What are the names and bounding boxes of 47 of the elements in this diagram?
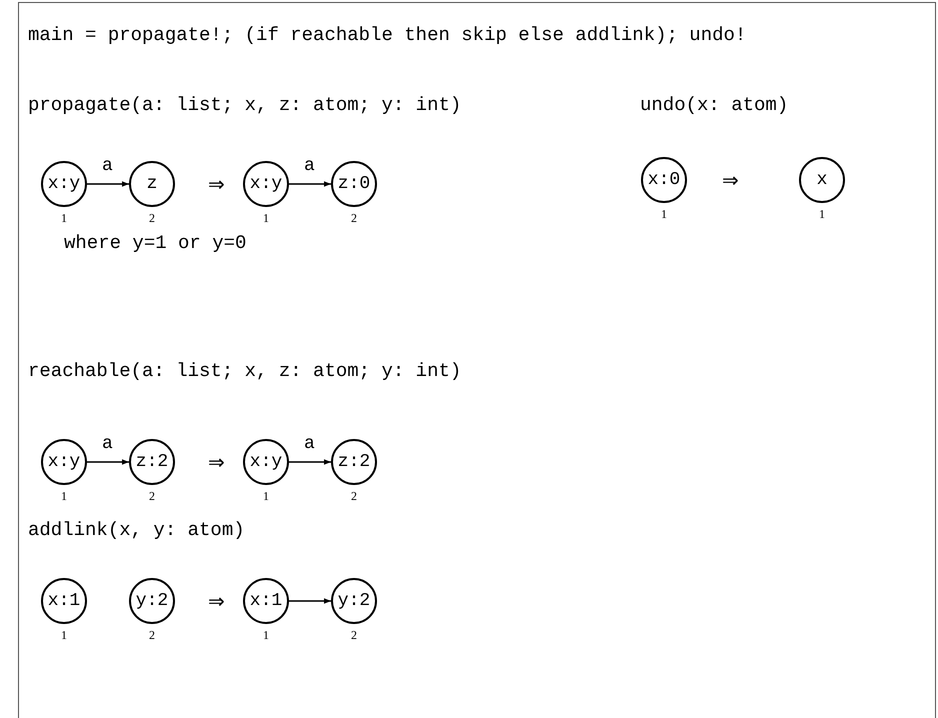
- node-circle: x:y: [41, 161, 87, 207]
- arrow: [289, 181, 331, 187]
- node-number: 1: [60, 211, 68, 226]
- node-number: 1: [660, 207, 668, 222]
- node-number: 2: [350, 489, 358, 504]
- node-circle: x:y: [243, 161, 289, 207]
- program-text: main = propagate!; (if reachable then skip else addlink); undo!: [28, 24, 746, 46]
- node-number: 1: [60, 628, 68, 643]
- node-number: 2: [148, 211, 156, 226]
- node-circle: x:1: [41, 578, 87, 624]
- node-circle: z:2: [331, 439, 377, 485]
- node-number: 1: [60, 489, 68, 504]
- node-number: 2: [350, 628, 358, 643]
- node-circle: x:y: [41, 439, 87, 485]
- node-circle: z:2: [129, 439, 175, 485]
- node-circle: y:2: [331, 578, 377, 624]
- arrow: [87, 459, 129, 465]
- condition-text: where y=1 or y=0: [64, 232, 246, 254]
- rule-signature: addlink(x, y: atom): [28, 519, 245, 541]
- node-circle: x: [799, 157, 845, 203]
- node-number: 1: [262, 628, 270, 643]
- node-number: 2: [350, 211, 358, 226]
- node-circle: x:0: [641, 157, 687, 203]
- arrow: [87, 181, 129, 187]
- rule-signature: undo(x: atom): [640, 94, 788, 116]
- rule-arrow: ⇒: [208, 589, 225, 613]
- edge-label: a: [303, 156, 316, 176]
- rule-arrow: ⇒: [722, 168, 739, 192]
- node-number: 1: [262, 489, 270, 504]
- rule-arrow: ⇒: [208, 450, 225, 474]
- rule-signature: reachable(a: list; x, z: atom; y: int): [28, 360, 462, 382]
- node-circle: z:0: [331, 161, 377, 207]
- node-number: 1: [262, 211, 270, 226]
- rule-signature: propagate(a: list; x, z: atom; y: int): [28, 94, 462, 116]
- arrow: [289, 459, 331, 465]
- edge-label: a: [303, 434, 316, 454]
- node-number: 2: [148, 489, 156, 504]
- edge-label: a: [101, 156, 114, 176]
- edge-label: a: [101, 434, 114, 454]
- node-number: 2: [148, 628, 156, 643]
- arrow: [289, 598, 331, 604]
- rule-arrow: ⇒: [208, 172, 225, 196]
- node-circle: z: [129, 161, 175, 207]
- node-circle: x:1: [243, 578, 289, 624]
- node-circle: y:2: [129, 578, 175, 624]
- node-number: 1: [818, 207, 826, 222]
- node-circle: x:y: [243, 439, 289, 485]
